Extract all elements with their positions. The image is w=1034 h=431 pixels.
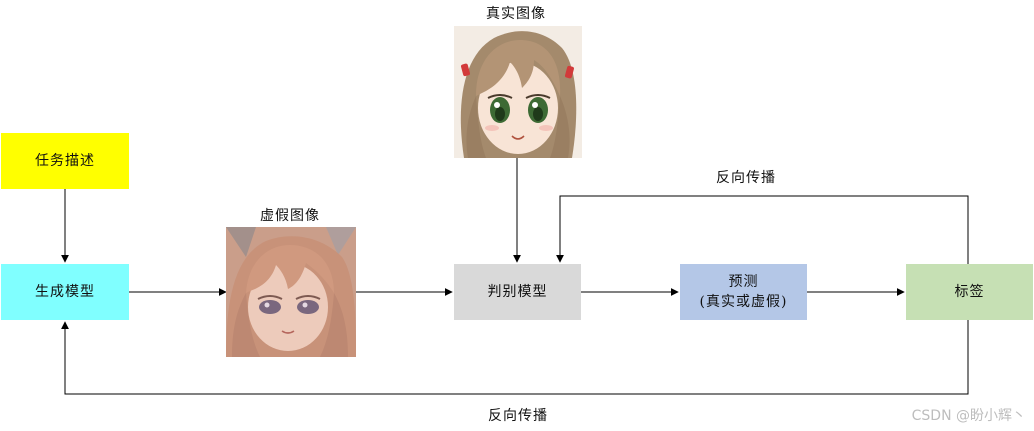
task-description-label: 任务描述 [35, 153, 95, 169]
generator-label: 生成模型 [35, 284, 95, 300]
tag-label: 标签 [954, 284, 985, 300]
fake-image [226, 227, 356, 357]
discriminator-label: 判别模型 [487, 284, 548, 300]
discriminator-box: 判别模型 [454, 264, 581, 320]
tag-box: 标签 [906, 264, 1033, 320]
backprop-top-label: 反向传播 [716, 170, 776, 186]
arrow-backprop-bottom [61, 320, 969, 395]
generator-box: 生成模型 [1, 264, 129, 320]
prediction-label: 预测 [728, 274, 759, 290]
real-image-caption: 真实图像 [486, 6, 546, 22]
real-image [454, 26, 582, 158]
prediction-box: 预测 (真实或虚假) [680, 264, 807, 320]
backprop-bottom-label: 反向传播 [488, 408, 548, 424]
fake-image-caption: 虚假图像 [260, 208, 320, 224]
task-description-box: 任务描述 [1, 133, 129, 189]
prediction-sublabel: (真实或虚假) [699, 294, 788, 310]
watermark: CSDN @盼小辉丶 [911, 408, 1026, 424]
arrow-backprop-top [556, 195, 969, 264]
